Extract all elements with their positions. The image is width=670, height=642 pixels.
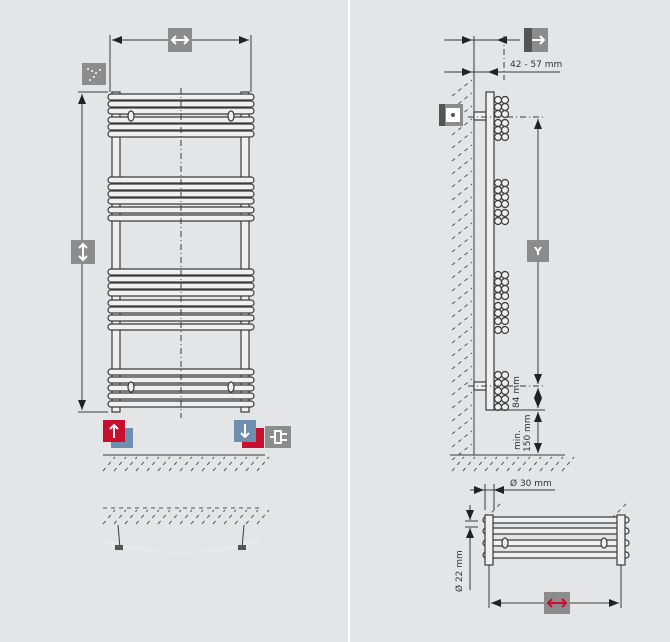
bar-section bbox=[500, 394, 510, 404]
width-arrows-icon bbox=[168, 28, 192, 52]
bar-section bbox=[493, 178, 503, 188]
bar-section bbox=[500, 308, 510, 318]
right-side-tube bbox=[240, 91, 250, 413]
bar-section bbox=[493, 270, 503, 280]
bar-section bbox=[493, 394, 503, 404]
left-side-tube bbox=[111, 91, 121, 413]
bar-section bbox=[500, 95, 510, 105]
height-y-label: Y bbox=[533, 245, 543, 258]
bar-section bbox=[500, 178, 510, 188]
bar-section bbox=[493, 291, 503, 301]
bar-section bbox=[493, 378, 503, 388]
bar-section bbox=[493, 185, 503, 195]
bar-section bbox=[493, 402, 503, 412]
depth-arrow-icon bbox=[524, 28, 548, 52]
width-arrows-icon-bottom bbox=[544, 592, 570, 614]
bar-section bbox=[493, 95, 503, 105]
bar-section bbox=[493, 284, 503, 294]
bar-section bbox=[493, 308, 503, 318]
bar-section bbox=[500, 199, 510, 209]
electric-plug-icon bbox=[265, 426, 291, 448]
bar-section bbox=[493, 132, 503, 142]
bar-section bbox=[500, 216, 510, 226]
bar-diameter-label: Ø 22 mm bbox=[454, 550, 465, 592]
bar-section bbox=[500, 118, 510, 128]
top-view: Ø 30 mm Ø 22 mm bbox=[454, 478, 630, 614]
bar-section bbox=[500, 270, 510, 280]
bar-section bbox=[500, 208, 510, 218]
bar-section bbox=[493, 208, 503, 218]
bar-section bbox=[493, 325, 503, 335]
bar-section bbox=[500, 277, 510, 287]
height-arrows-icon-top bbox=[82, 63, 106, 85]
floor-clearance-line2: 150 mm bbox=[523, 414, 533, 452]
bar-section bbox=[500, 284, 510, 294]
bottom-offset-label: 84 mm bbox=[512, 376, 522, 408]
heating-bar bbox=[482, 527, 630, 535]
bar-section bbox=[500, 402, 510, 412]
bar-section bbox=[500, 301, 510, 311]
curved-top-view bbox=[99, 507, 270, 555]
bar-section bbox=[493, 125, 503, 135]
bar-section bbox=[493, 386, 503, 396]
bar-section bbox=[493, 109, 503, 119]
bar-section bbox=[493, 277, 503, 287]
height-y-badge bbox=[527, 240, 549, 262]
bar-section bbox=[500, 386, 510, 396]
wall-mount-icon bbox=[439, 104, 463, 126]
bar-section bbox=[493, 192, 503, 202]
bar-section bbox=[493, 301, 503, 311]
bar-section bbox=[500, 316, 510, 326]
bar-section bbox=[493, 118, 503, 128]
heating-bar bbox=[482, 516, 630, 524]
bar-section bbox=[493, 370, 503, 380]
bar-section bbox=[500, 325, 510, 335]
side-tube bbox=[485, 91, 495, 411]
bar-section bbox=[493, 199, 503, 209]
front-view bbox=[71, 28, 291, 472]
bar-section bbox=[500, 378, 510, 388]
bar-section bbox=[500, 291, 510, 301]
bar-section bbox=[500, 192, 510, 202]
bar-section bbox=[500, 132, 510, 142]
side-view: 42 - 57 mm Y 84 mm min. 150 mm bbox=[439, 28, 575, 472]
bar-section bbox=[500, 185, 510, 195]
bar-section bbox=[493, 316, 503, 326]
heating-bar bbox=[482, 551, 630, 559]
bar-section bbox=[500, 370, 510, 380]
flow-out-icon bbox=[234, 420, 264, 448]
floor-clearance-line1: min. bbox=[513, 430, 523, 450]
bar-section bbox=[493, 216, 503, 226]
wall-distance-label: 42 - 57 mm bbox=[510, 60, 562, 70]
heating-bar bbox=[482, 539, 630, 547]
bar-section bbox=[493, 102, 503, 112]
flow-in-icon bbox=[103, 420, 133, 448]
height-arrows-icon bbox=[71, 240, 95, 264]
tube-diameter-label: Ø 30 mm bbox=[510, 478, 552, 489]
bar-section bbox=[500, 109, 510, 119]
bar-section bbox=[500, 102, 510, 112]
bar-section bbox=[500, 125, 510, 135]
